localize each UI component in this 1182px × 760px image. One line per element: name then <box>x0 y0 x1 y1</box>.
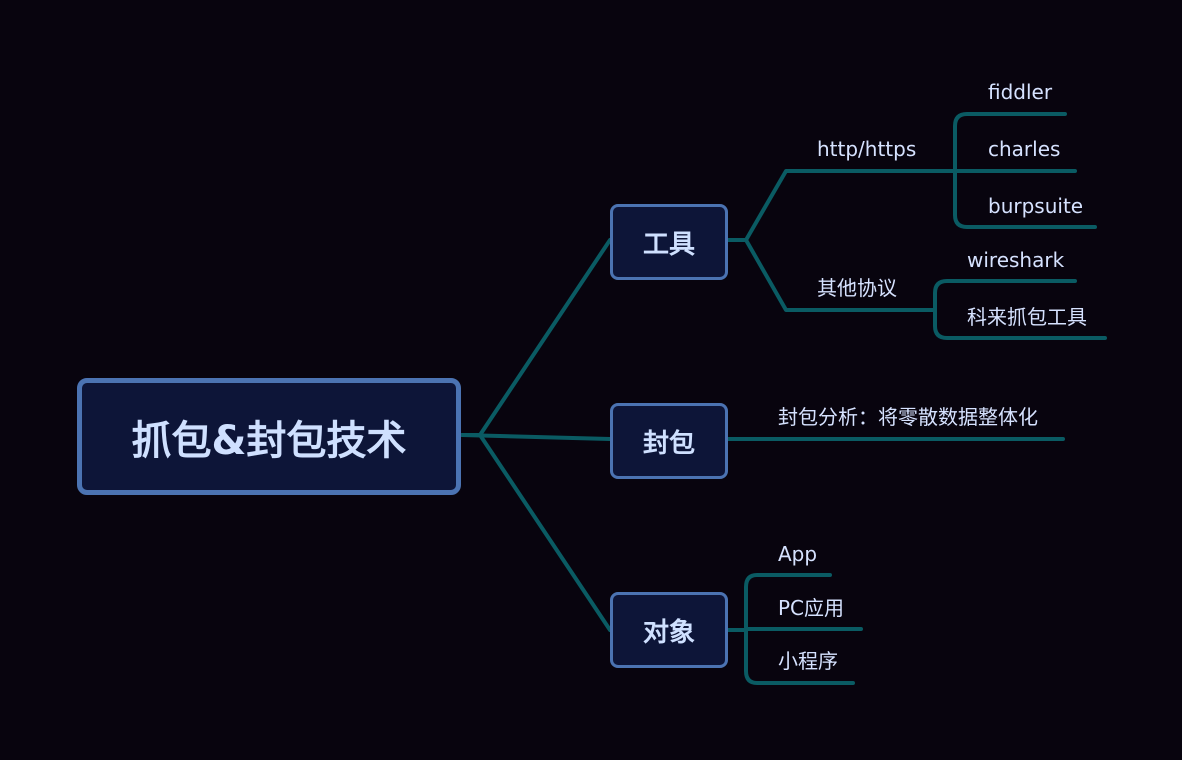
leaf-burpsuite[interactable]: burpsuite <box>988 194 1084 218</box>
root-node[interactable]: 抓包&封包技术 <box>77 378 461 495</box>
connector-tools-http <box>726 169 957 242</box>
branch-node-tools[interactable]: 工具 <box>610 204 728 280</box>
branch-label-tools: 工具 <box>642 229 695 260</box>
leaf-fiddler[interactable]: fiddler <box>988 80 1053 104</box>
leaf-encap-analysis[interactable]: 封包分析：将零散数据整体化 <box>778 405 1038 429</box>
leaf-app[interactable]: App <box>778 542 818 566</box>
leaf-mini-program[interactable]: 小程序 <box>778 649 838 673</box>
connector-root-encap <box>460 433 612 441</box>
branch-label-encap: 封包 <box>642 428 695 459</box>
leaf-colasoft[interactable]: 科来抓包工具 <box>967 305 1087 329</box>
connector-other-items <box>933 279 1107 340</box>
branch-node-target[interactable]: 对象 <box>610 592 728 668</box>
leaf-pc-app[interactable]: PC应用 <box>778 596 845 620</box>
leaf-charles[interactable]: charles <box>988 137 1061 161</box>
subtopic-other-protocols[interactable]: 其他协议 <box>817 276 897 300</box>
subtopic-http[interactable]: http/https <box>817 137 917 161</box>
branch-label-target: 对象 <box>642 617 695 648</box>
connector-root-target <box>478 433 612 632</box>
leaf-wireshark[interactable]: wireshark <box>967 248 1065 272</box>
branch-node-encap[interactable]: 封包 <box>610 403 728 479</box>
connector-tools-other <box>744 238 937 312</box>
root-label: 抓包&封包技术 <box>131 417 407 464</box>
connector-root-tools <box>460 238 612 437</box>
